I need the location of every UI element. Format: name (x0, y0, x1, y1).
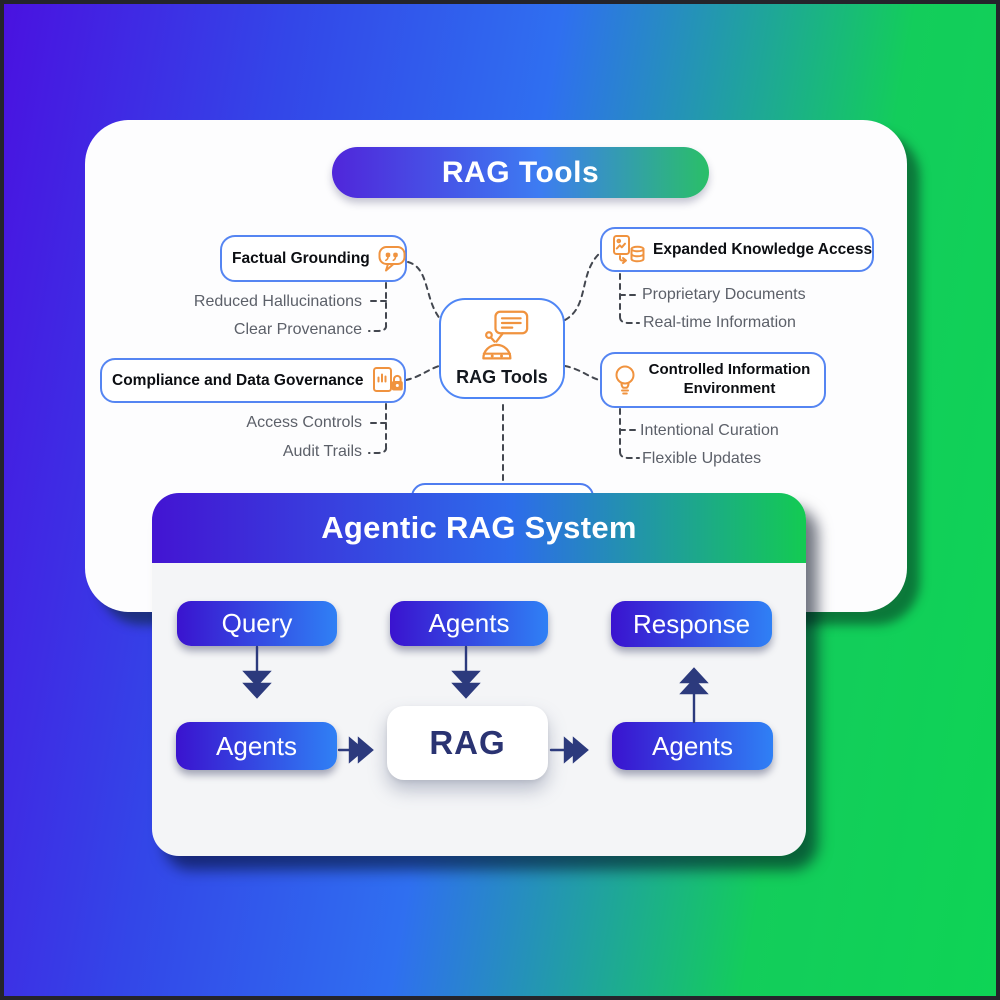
branch-factual-grounding: Factual Grounding (220, 235, 407, 282)
quote-bubble-icon (378, 245, 406, 271)
branch-compliance-governance: Compliance and Data Governance (100, 358, 406, 403)
sub-item: Flexible Updates (642, 450, 762, 467)
sub-item: Real-time Information (643, 314, 796, 331)
sub-item: Intentional Curation (640, 422, 779, 439)
robot-chat-icon (482, 310, 529, 360)
sub-item: Reduced Hallucinations (193, 293, 362, 310)
center-node-rag-tools: RAG Tools (439, 298, 565, 399)
sub-item: Access Controls (246, 414, 362, 431)
sub-item: Clear Provenance (233, 321, 362, 338)
rag-tools-title-pill: RAG Tools (332, 147, 709, 198)
node-agents-right: Agents (612, 722, 773, 770)
branch-label: Compliance and Data Governance (112, 371, 364, 389)
node-agents-top: Agents (390, 601, 548, 646)
sub-item: Proprietary Documents (642, 286, 806, 303)
node-rag: RAG (387, 706, 548, 780)
node-response: Response (611, 601, 772, 647)
sub-item: Audit Trails (282, 443, 362, 460)
node-agents-left: Agents (176, 722, 337, 770)
branch-label: Expanded Knowledge Access (653, 240, 873, 258)
lightbulb-icon (615, 365, 635, 395)
agentic-rag-card: Agentic RAG System (152, 493, 806, 856)
branch-label: Factual Grounding (232, 249, 370, 267)
node-query: Query (177, 601, 337, 646)
agentic-rag-header: Agentic RAG System (152, 493, 806, 563)
center-node-label: RAG Tools (456, 367, 548, 387)
branch-controlled-information: Controlled Information Environment (600, 352, 826, 408)
document-database-icon (613, 234, 645, 264)
rag-tools-title: RAG Tools (441, 155, 600, 189)
branch-label: Controlled Information Environment (648, 361, 811, 397)
document-lock-icon (372, 366, 403, 392)
branch-expanded-knowledge: Expanded Knowledge Access (600, 227, 874, 272)
agentic-rag-title: Agentic RAG System (321, 510, 637, 545)
